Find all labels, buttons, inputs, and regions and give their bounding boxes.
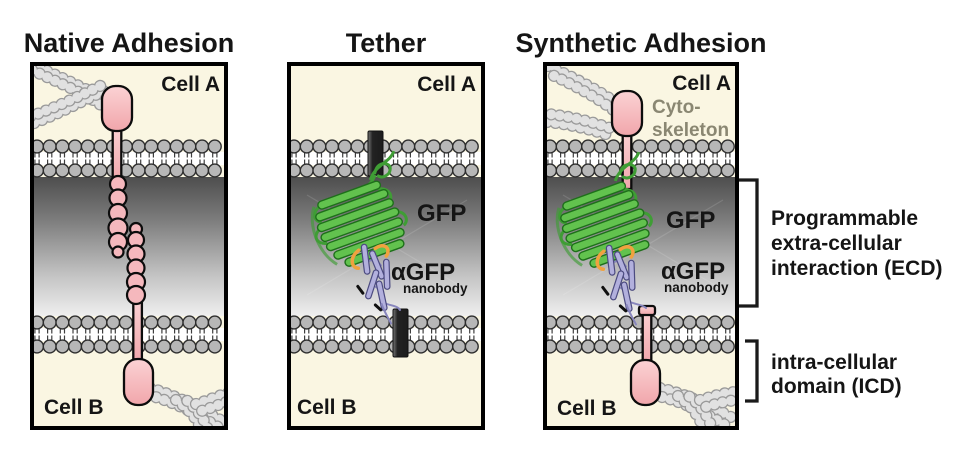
icd-bracket (745, 339, 759, 403)
ecd-label-line3: interaction (ECD) (771, 257, 943, 280)
cell-b-label: Cell B (297, 396, 357, 419)
cell-b-label: Cell B (44, 396, 104, 419)
panel-tether: GFP αGFP nanobody Cell A Cell B (287, 62, 485, 430)
lipid-bilayer-top (291, 139, 481, 178)
lipid-bilayer-top (34, 139, 224, 178)
cell-a-label: Cell A (417, 73, 476, 96)
gfp-label: GFP (666, 207, 715, 234)
synthetic-adhesion-molecule-cell-b (629, 304, 662, 407)
cytoskeleton-label-line1: Cyto- (652, 97, 701, 118)
lipid-bilayer-bottom (547, 315, 735, 354)
lipid-bilayer-bottom (291, 315, 481, 354)
cell-b-label: Cell B (557, 397, 617, 420)
panel-border (30, 62, 228, 430)
native-adhesion-molecule-cell-a (100, 84, 134, 259)
cytoskeleton-label-line2: skeleton (652, 120, 729, 141)
cell-a-label: Cell A (672, 72, 731, 95)
panel-title-tether: Tether (346, 28, 427, 58)
ecd-label-line2: extra-cellular (771, 232, 902, 255)
ecd-bracket (739, 178, 759, 308)
nanobody-label: nanobody (403, 281, 468, 296)
panel-title-native: Native Adhesion (24, 28, 235, 58)
panel-synthetic-adhesion: GFP αGFP nanobody Cell A Cyto- skeleton … (543, 62, 739, 430)
icd-label-line2: domain (ICD) (771, 375, 902, 398)
anti-gfp-label: αGFP (391, 259, 455, 286)
transmembrane-rod-cell-b (392, 308, 409, 358)
cytoskeleton-filaments (34, 66, 224, 426)
gfp-label: GFP (417, 200, 466, 227)
panel-border (287, 62, 485, 430)
panel-border (543, 62, 739, 430)
lipid-bilayer-bottom (34, 315, 224, 354)
native-adhesion-molecule-cell-b (122, 221, 155, 407)
lipid-bilayer-top (547, 139, 735, 178)
panel-native-adhesion: Cell A Cell B (30, 62, 228, 430)
icd-label-line1: intra-cellular (771, 351, 897, 374)
cell-a-label: Cell A (161, 73, 220, 96)
anti-gfp-label: αGFP (661, 258, 725, 285)
nanobody-label: nanobody (664, 280, 729, 295)
ecd-label-line1: Programmable (771, 207, 918, 230)
panel-title-synthetic: Synthetic Adhesion (515, 28, 766, 58)
